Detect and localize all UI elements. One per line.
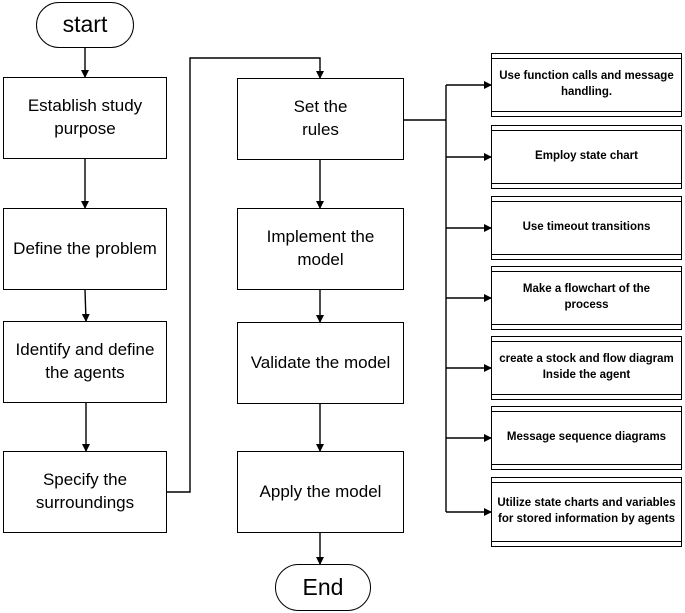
rule-option-label: Message sequence diagrams bbox=[506, 431, 667, 444]
rule-option-box: Employ state chart bbox=[491, 125, 682, 189]
rule-option-label: Use function calls and message handling. bbox=[499, 70, 674, 98]
end-terminal: End bbox=[275, 564, 371, 611]
implement-model-step: Implement the model bbox=[237, 208, 404, 290]
rule-option-label: Use timeout transitions bbox=[522, 221, 651, 234]
rule-option-box: Make a flowchart of the process bbox=[491, 266, 682, 330]
identify-agents-step: Identify and define the agents bbox=[3, 321, 167, 403]
specify-surroundings-step: Specify the surroundings bbox=[3, 451, 167, 533]
validate-model-step: Validate the model bbox=[237, 322, 404, 404]
apply-model-step: Apply the model bbox=[237, 451, 404, 533]
rule-option-box: Use timeout transitions bbox=[491, 196, 682, 260]
set-rules-step: Set the rules bbox=[237, 78, 404, 160]
rule-option-box: Message sequence diagrams bbox=[491, 406, 682, 470]
rule-option-box: Use function calls and message handling. bbox=[491, 53, 682, 117]
rule-option-label: Employ state chart bbox=[535, 150, 638, 163]
rule-option-box: create a stock and flow diagram Inside t… bbox=[491, 336, 682, 400]
rule-option-box: Utilize state charts and variables for s… bbox=[491, 477, 682, 547]
arrow-problem-to-agents bbox=[81, 289, 90, 322]
start-terminal: start bbox=[36, 2, 134, 48]
arrow-surroundings-to-rules bbox=[167, 57, 324, 493]
rule-option-label: Utilize state charts and variables for s… bbox=[497, 497, 676, 525]
establish-study-purpose-step: Establish study purpose bbox=[3, 77, 167, 159]
define-problem-step: Define the problem bbox=[3, 208, 167, 290]
rule-option-label: Make a flowchart of the process bbox=[522, 283, 651, 311]
rule-option-label: create a stock and flow diagram Inside t… bbox=[499, 353, 674, 381]
